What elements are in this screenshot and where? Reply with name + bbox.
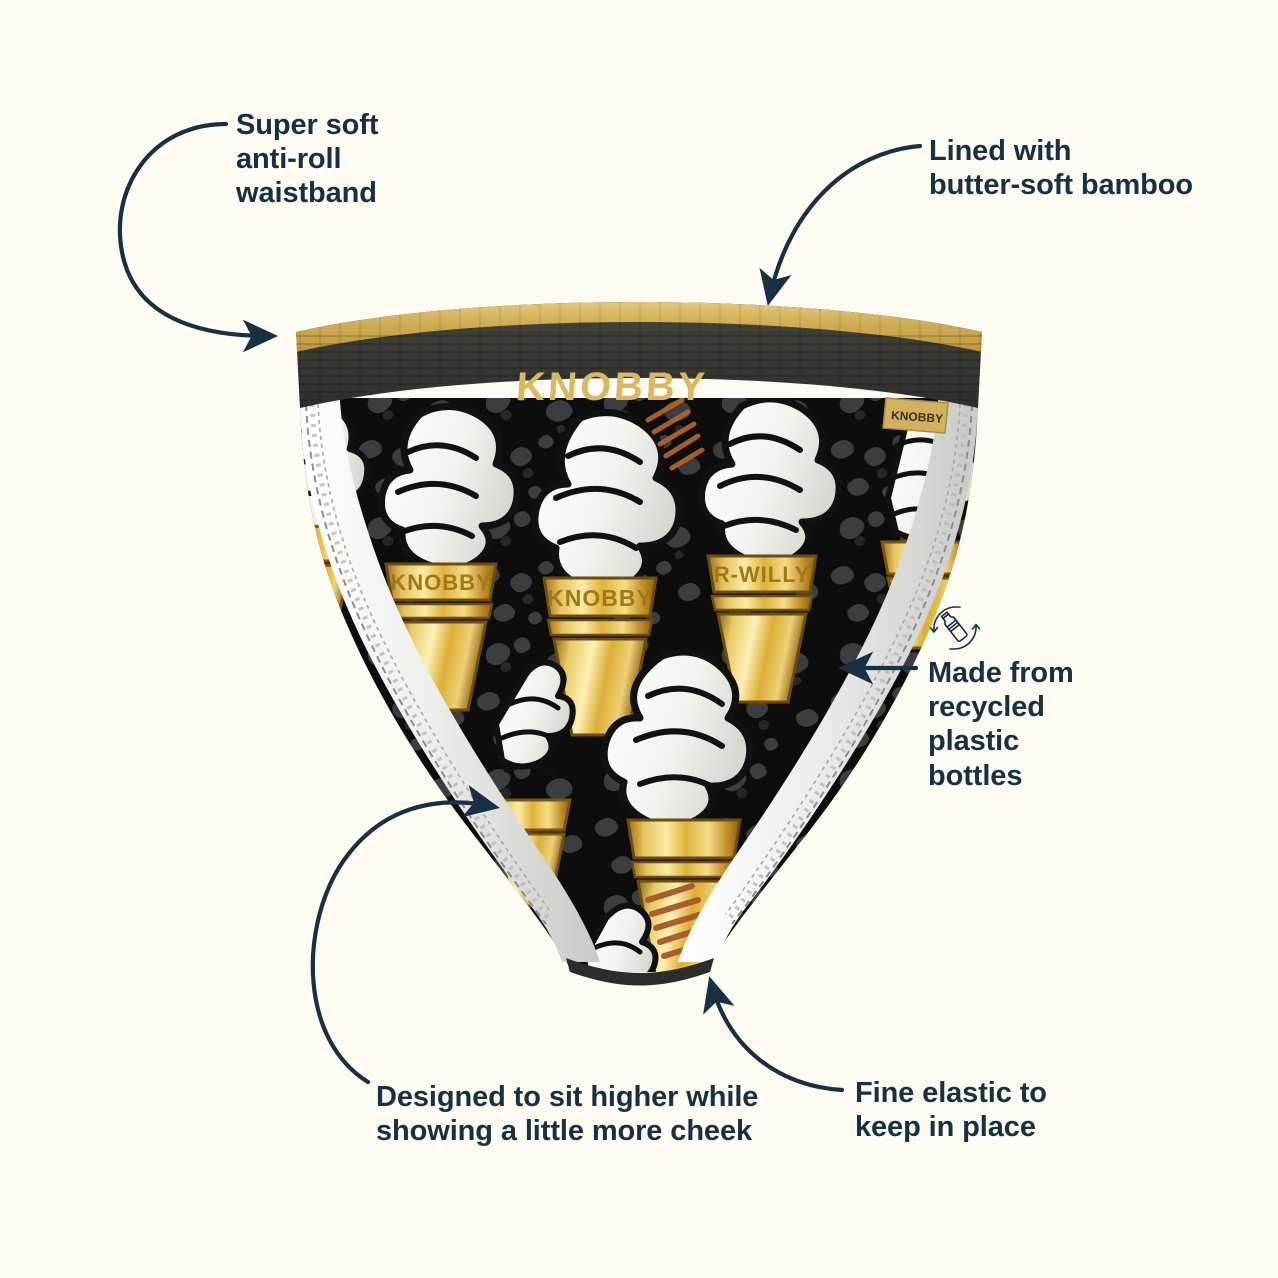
svg-text:KNOBBY: KNOBBY bbox=[390, 570, 491, 595]
waistband-brand-logo: KNOBBY bbox=[515, 365, 709, 409]
svg-text:KNOBBY: KNOBBY bbox=[891, 408, 944, 426]
svg-text:KNOBBY: KNOBBY bbox=[547, 585, 653, 611]
callout-cheek-text: Designed to sit higher while showing a l… bbox=[376, 1081, 759, 1148]
leg-elastic-trim-right bbox=[678, 400, 978, 962]
svg-text:R-WILLY: R-WILLY bbox=[714, 562, 811, 587]
waistband: KNOBBY KNOBBY bbox=[296, 302, 982, 434]
svg-text:KNOBBY: KNOBBY bbox=[515, 365, 709, 409]
gusset-elastic bbox=[566, 958, 714, 986]
waistband-brand-tag: KNOBBY bbox=[882, 397, 949, 434]
callout-recycled-text: Made from recycled plastic bottles bbox=[928, 657, 1074, 792]
leg-elastic-trim-left bbox=[300, 400, 600, 962]
callout-elastic-text: Fine elastic to keep in place bbox=[855, 1077, 1047, 1144]
brief-body: KNOBBY KNOBBY R-WILLY bbox=[300, 398, 978, 972]
callout-bamboo-text: Lined with butter-soft bamboo bbox=[929, 135, 1194, 202]
recycled-bottle-icon bbox=[929, 606, 981, 650]
